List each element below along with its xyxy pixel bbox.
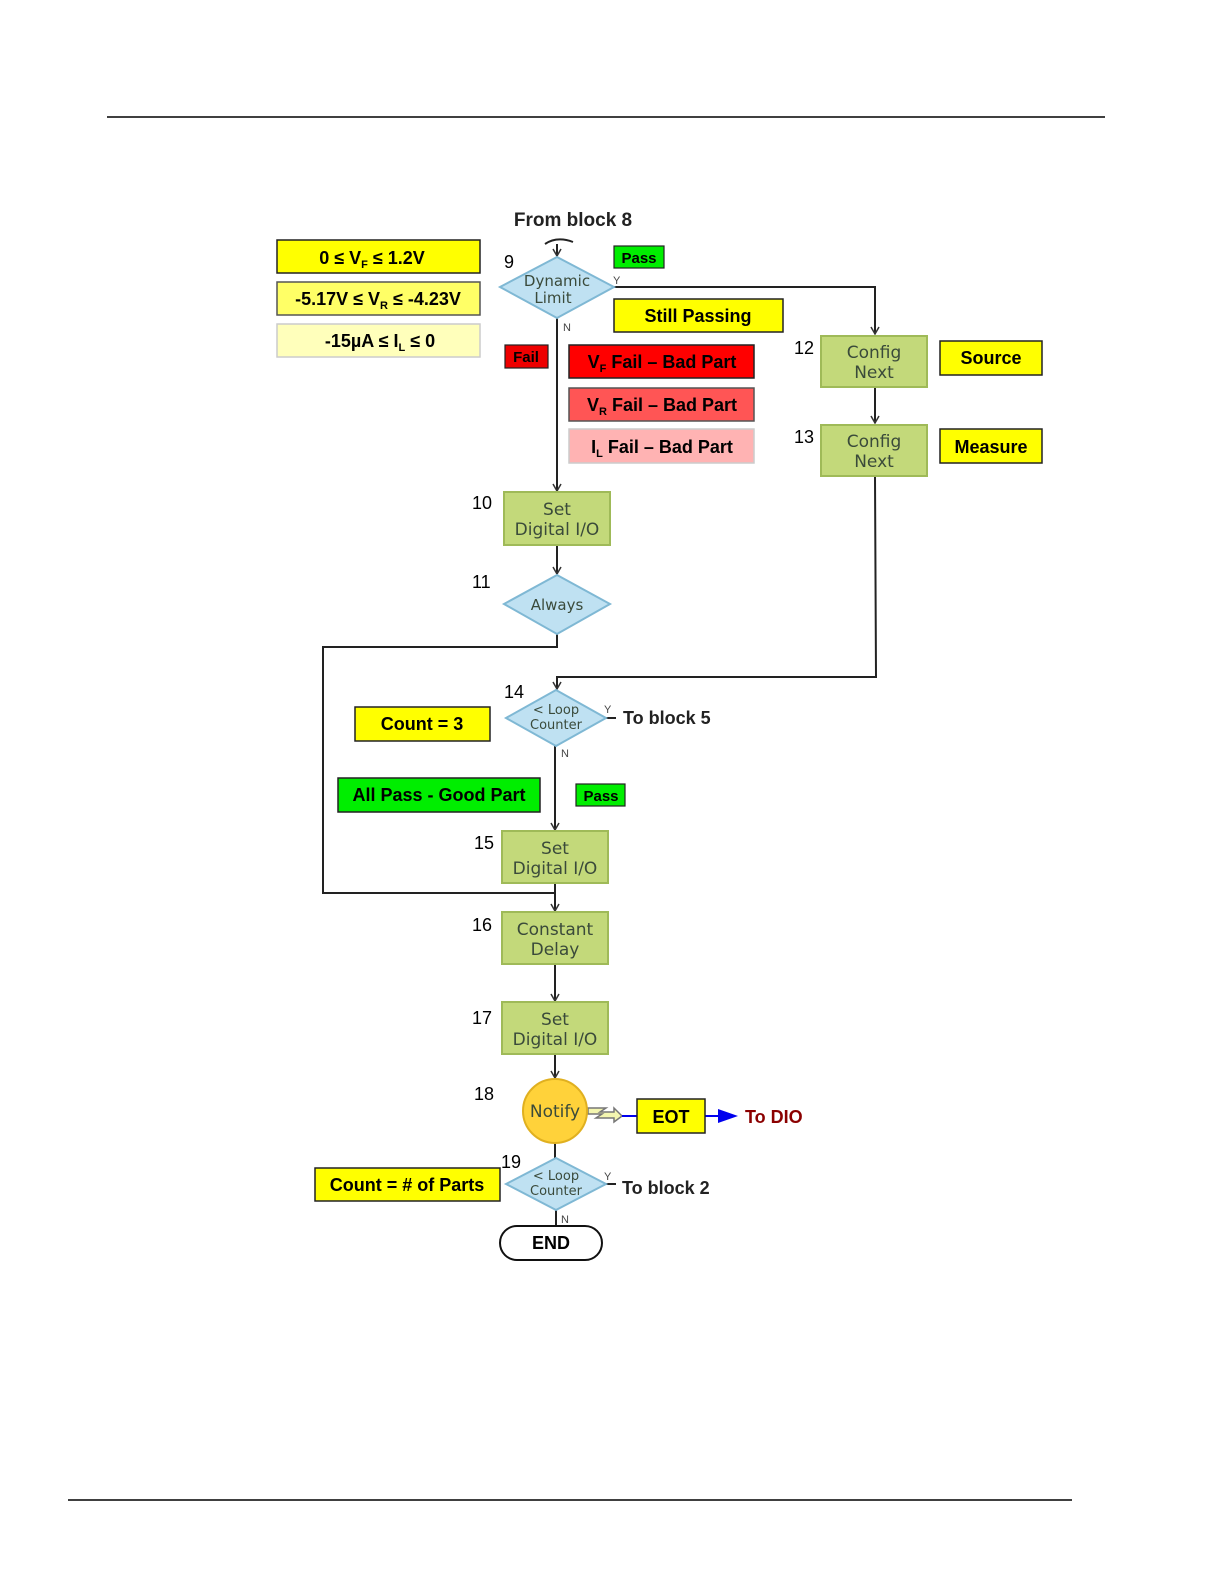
block-14-loop-counter: < Loop Counter 14 Y N [503, 682, 612, 760]
connectors [322, 238, 880, 1226]
pass-label-2: Pass [575, 783, 626, 807]
svg-text:Set: Set [541, 839, 569, 859]
svg-text:0 ≤ VF ≤ 1.2V: 0 ≤ VF ≤ 1.2V [319, 248, 425, 271]
svg-text:13: 13 [794, 427, 814, 447]
from-block-label: From block 8 [514, 210, 632, 231]
to-dio-label: To DIO [745, 1107, 803, 1127]
svg-text:EOT: EOT [652, 1107, 689, 1127]
svg-text:Limit: Limit [534, 289, 571, 307]
svg-text:< Loop: < Loop [533, 1169, 579, 1184]
still-passing-label: Still Passing [613, 298, 784, 333]
svg-text:N: N [561, 748, 569, 760]
svg-text:END: END [532, 1233, 570, 1253]
block-10-set-digital-io: Set Digital I/O 10 [472, 491, 611, 546]
svg-text:9: 9 [504, 252, 514, 272]
svg-text:Constant: Constant [517, 920, 594, 940]
vf-fail-label: VF Fail – Bad Part [568, 344, 755, 379]
end-terminator: END [499, 1225, 603, 1261]
svg-text:12: 12 [794, 338, 814, 358]
svg-text:Still Passing: Still Passing [644, 306, 751, 326]
svg-text:VR Fail – Bad Part: VR Fail – Bad Part [587, 395, 737, 418]
svg-text:Counter: Counter [530, 1184, 583, 1199]
block-16-constant-delay: Constant Delay 16 [472, 911, 609, 965]
signal-icon [587, 1106, 624, 1124]
svg-text:Set: Set [541, 1010, 569, 1030]
svg-text:-15µA ≤ IL ≤ 0: -15µA ≤ IL ≤ 0 [325, 331, 435, 354]
svg-text:N: N [561, 1214, 569, 1226]
svg-text:< Loop: < Loop [533, 703, 579, 718]
block-18-notify: Notify 18 [474, 1078, 588, 1144]
measure-label: Measure [939, 428, 1043, 464]
svg-text:Pass: Pass [621, 250, 656, 267]
block-13-config-next: Config Next 13 [794, 424, 928, 477]
vr-fail-label: VR Fail – Bad Part [568, 387, 755, 422]
range-box-vf: 0 ≤ VF ≤ 1.2V [276, 239, 481, 274]
range-box-vr: -5.17V ≤ VR ≤ -4.23V [276, 281, 481, 316]
svg-text:N: N [563, 322, 571, 334]
svg-text:Notify: Notify [530, 1102, 580, 1122]
source-label: Source [939, 340, 1043, 376]
count-parts-label: Count = # of Parts [314, 1167, 501, 1202]
svg-text:Count = 3: Count = 3 [381, 714, 464, 734]
eot-label: EOT [636, 1098, 706, 1134]
svg-text:VF Fail – Bad Part: VF Fail – Bad Part [588, 352, 737, 375]
svg-text:Counter: Counter [530, 718, 583, 733]
svg-text:11: 11 [472, 572, 491, 592]
svg-text:Digital I/O: Digital I/O [515, 520, 600, 540]
block-11-always: Always 11 [472, 572, 613, 636]
fail-label: Fail [504, 344, 549, 369]
svg-text:10: 10 [472, 493, 492, 513]
range-box-il: -15µA ≤ IL ≤ 0 [276, 323, 481, 358]
svg-text:Measure: Measure [954, 437, 1027, 457]
count-3-label: Count = 3 [354, 706, 491, 742]
svg-text:-5.17V ≤ VR ≤ -4.23V: -5.17V ≤ VR ≤ -4.23V [295, 289, 461, 312]
svg-text:Source: Source [960, 348, 1021, 368]
svg-text:Y: Y [604, 704, 612, 716]
svg-text:Set: Set [543, 500, 571, 520]
svg-text:Next: Next [854, 363, 894, 383]
to-block-2-label: To block 2 [622, 1178, 710, 1198]
block-17-set-digital-io: Set Digital I/O 17 [472, 1001, 609, 1055]
svg-text:All Pass - Good Part: All Pass - Good Part [352, 785, 525, 805]
svg-text:Count = # of Parts: Count = # of Parts [330, 1175, 485, 1195]
svg-text:IL Fail – Bad Part: IL Fail – Bad Part [591, 437, 733, 460]
svg-text:Always: Always [531, 596, 584, 614]
svg-text:19: 19 [501, 1152, 521, 1172]
block-12-config-next: Config Next 12 [794, 335, 928, 388]
block-9-dynamic-limit: Dynamic Limit 9 Y N [497, 252, 621, 334]
svg-text:Delay: Delay [531, 940, 580, 960]
svg-text:Digital I/O: Digital I/O [513, 859, 598, 879]
svg-text:Y: Y [604, 1171, 612, 1183]
svg-text:18: 18 [474, 1084, 494, 1104]
svg-text:16: 16 [472, 915, 492, 935]
pass-label: Pass [613, 245, 665, 269]
svg-text:Pass: Pass [583, 788, 618, 805]
svg-text:Config: Config [847, 432, 902, 452]
svg-text:Config: Config [847, 343, 902, 363]
svg-text:15: 15 [474, 833, 494, 853]
svg-text:14: 14 [504, 682, 524, 702]
arrow-right-icon [718, 1109, 738, 1123]
il-fail-label: IL Fail – Bad Part [568, 428, 755, 464]
svg-text:Dynamic: Dynamic [524, 272, 590, 290]
svg-text:Fail: Fail [513, 349, 539, 366]
svg-text:17: 17 [472, 1008, 492, 1028]
svg-text:Y: Y [613, 275, 621, 287]
all-pass-label: All Pass - Good Part [337, 777, 541, 813]
svg-text:Digital I/O: Digital I/O [513, 1030, 598, 1050]
block-19-loop-counter: < Loop Counter 19 Y N [501, 1152, 612, 1226]
block-15-set-digital-io: Set Digital I/O 15 [474, 830, 609, 884]
svg-text:Next: Next [854, 452, 894, 472]
to-block-5-label: To block 5 [623, 708, 711, 728]
